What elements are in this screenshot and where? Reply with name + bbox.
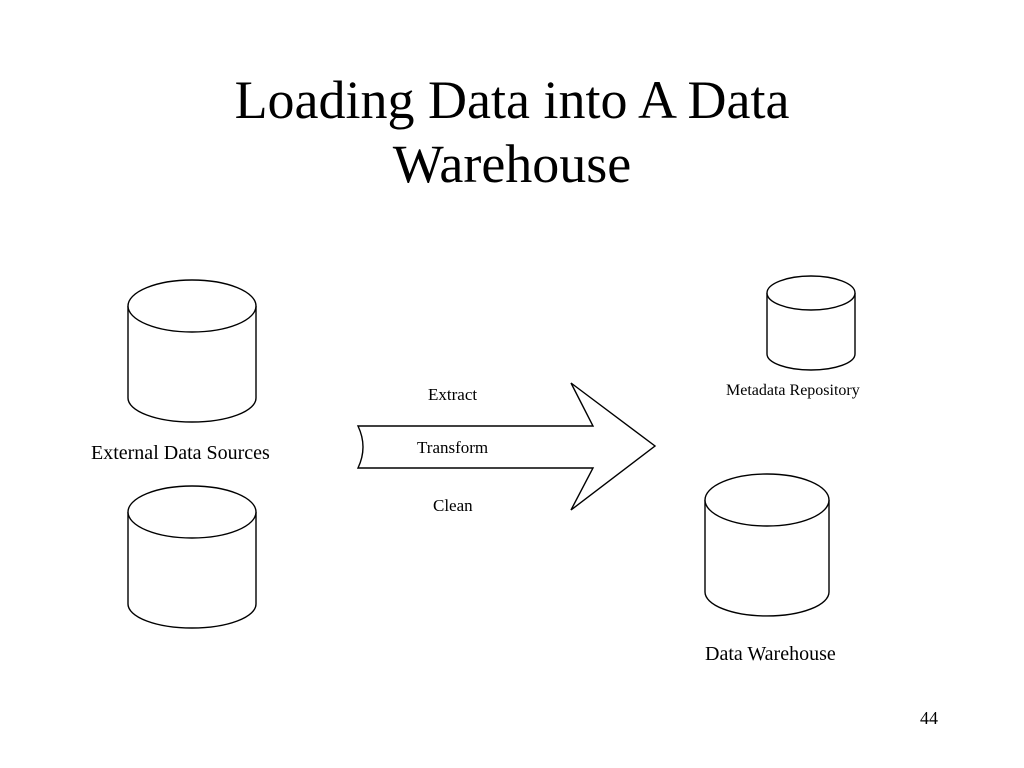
metadata-repository-cylinder	[766, 275, 856, 371]
metadata-repository-label: Metadata Repository	[726, 382, 860, 399]
page-number: 44	[920, 708, 938, 728]
process-step-clean: Clean	[433, 496, 473, 515]
external-data-sources-label: External Data Sources	[91, 442, 270, 464]
process-step-transform: Transform	[417, 438, 489, 457]
data-warehouse-cylinder	[704, 473, 830, 617]
data-warehouse-label: Data Warehouse	[705, 643, 836, 665]
external-source-cylinder-1	[127, 279, 257, 423]
external-source-cylinder-2	[127, 485, 257, 629]
slide-title-line-1: Loading Data into A Data	[234, 70, 790, 130]
process-step-extract: Extract	[428, 385, 478, 404]
slide-title: Loading Data into A Data Warehouse	[0, 68, 1024, 196]
slide-title-line-2: Warehouse	[392, 134, 632, 194]
etl-process-arrow	[356, 382, 657, 511]
